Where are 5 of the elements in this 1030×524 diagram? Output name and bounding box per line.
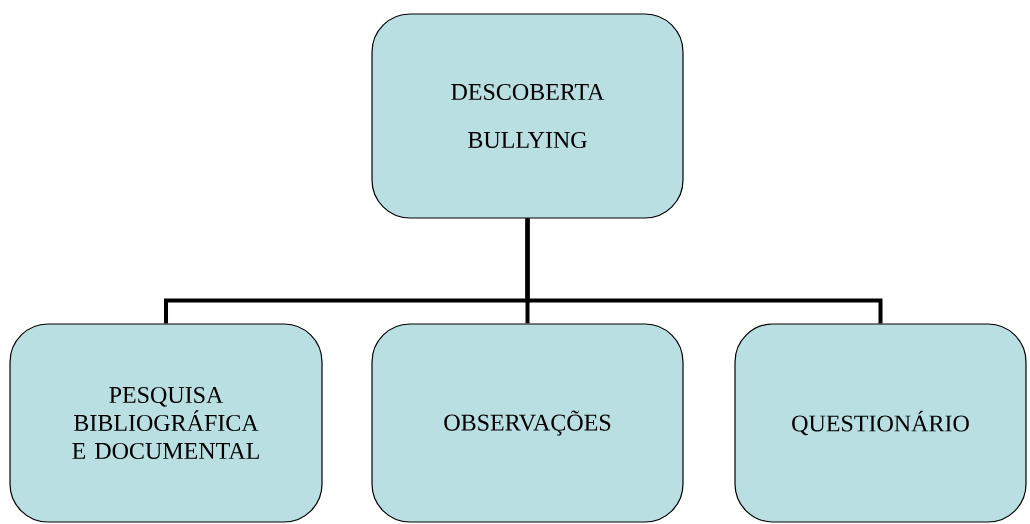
method-box: QUESTIONÁRIO xyxy=(734,323,1027,523)
connector-line xyxy=(525,218,883,324)
method-box: PESQUISA BIBLIOGRÁFICA E DOCUMENTAL xyxy=(9,323,323,523)
method-box: OBSERVAÇÕES xyxy=(371,323,684,523)
topic-box: DESCOBERTA BULLYING xyxy=(371,13,684,219)
